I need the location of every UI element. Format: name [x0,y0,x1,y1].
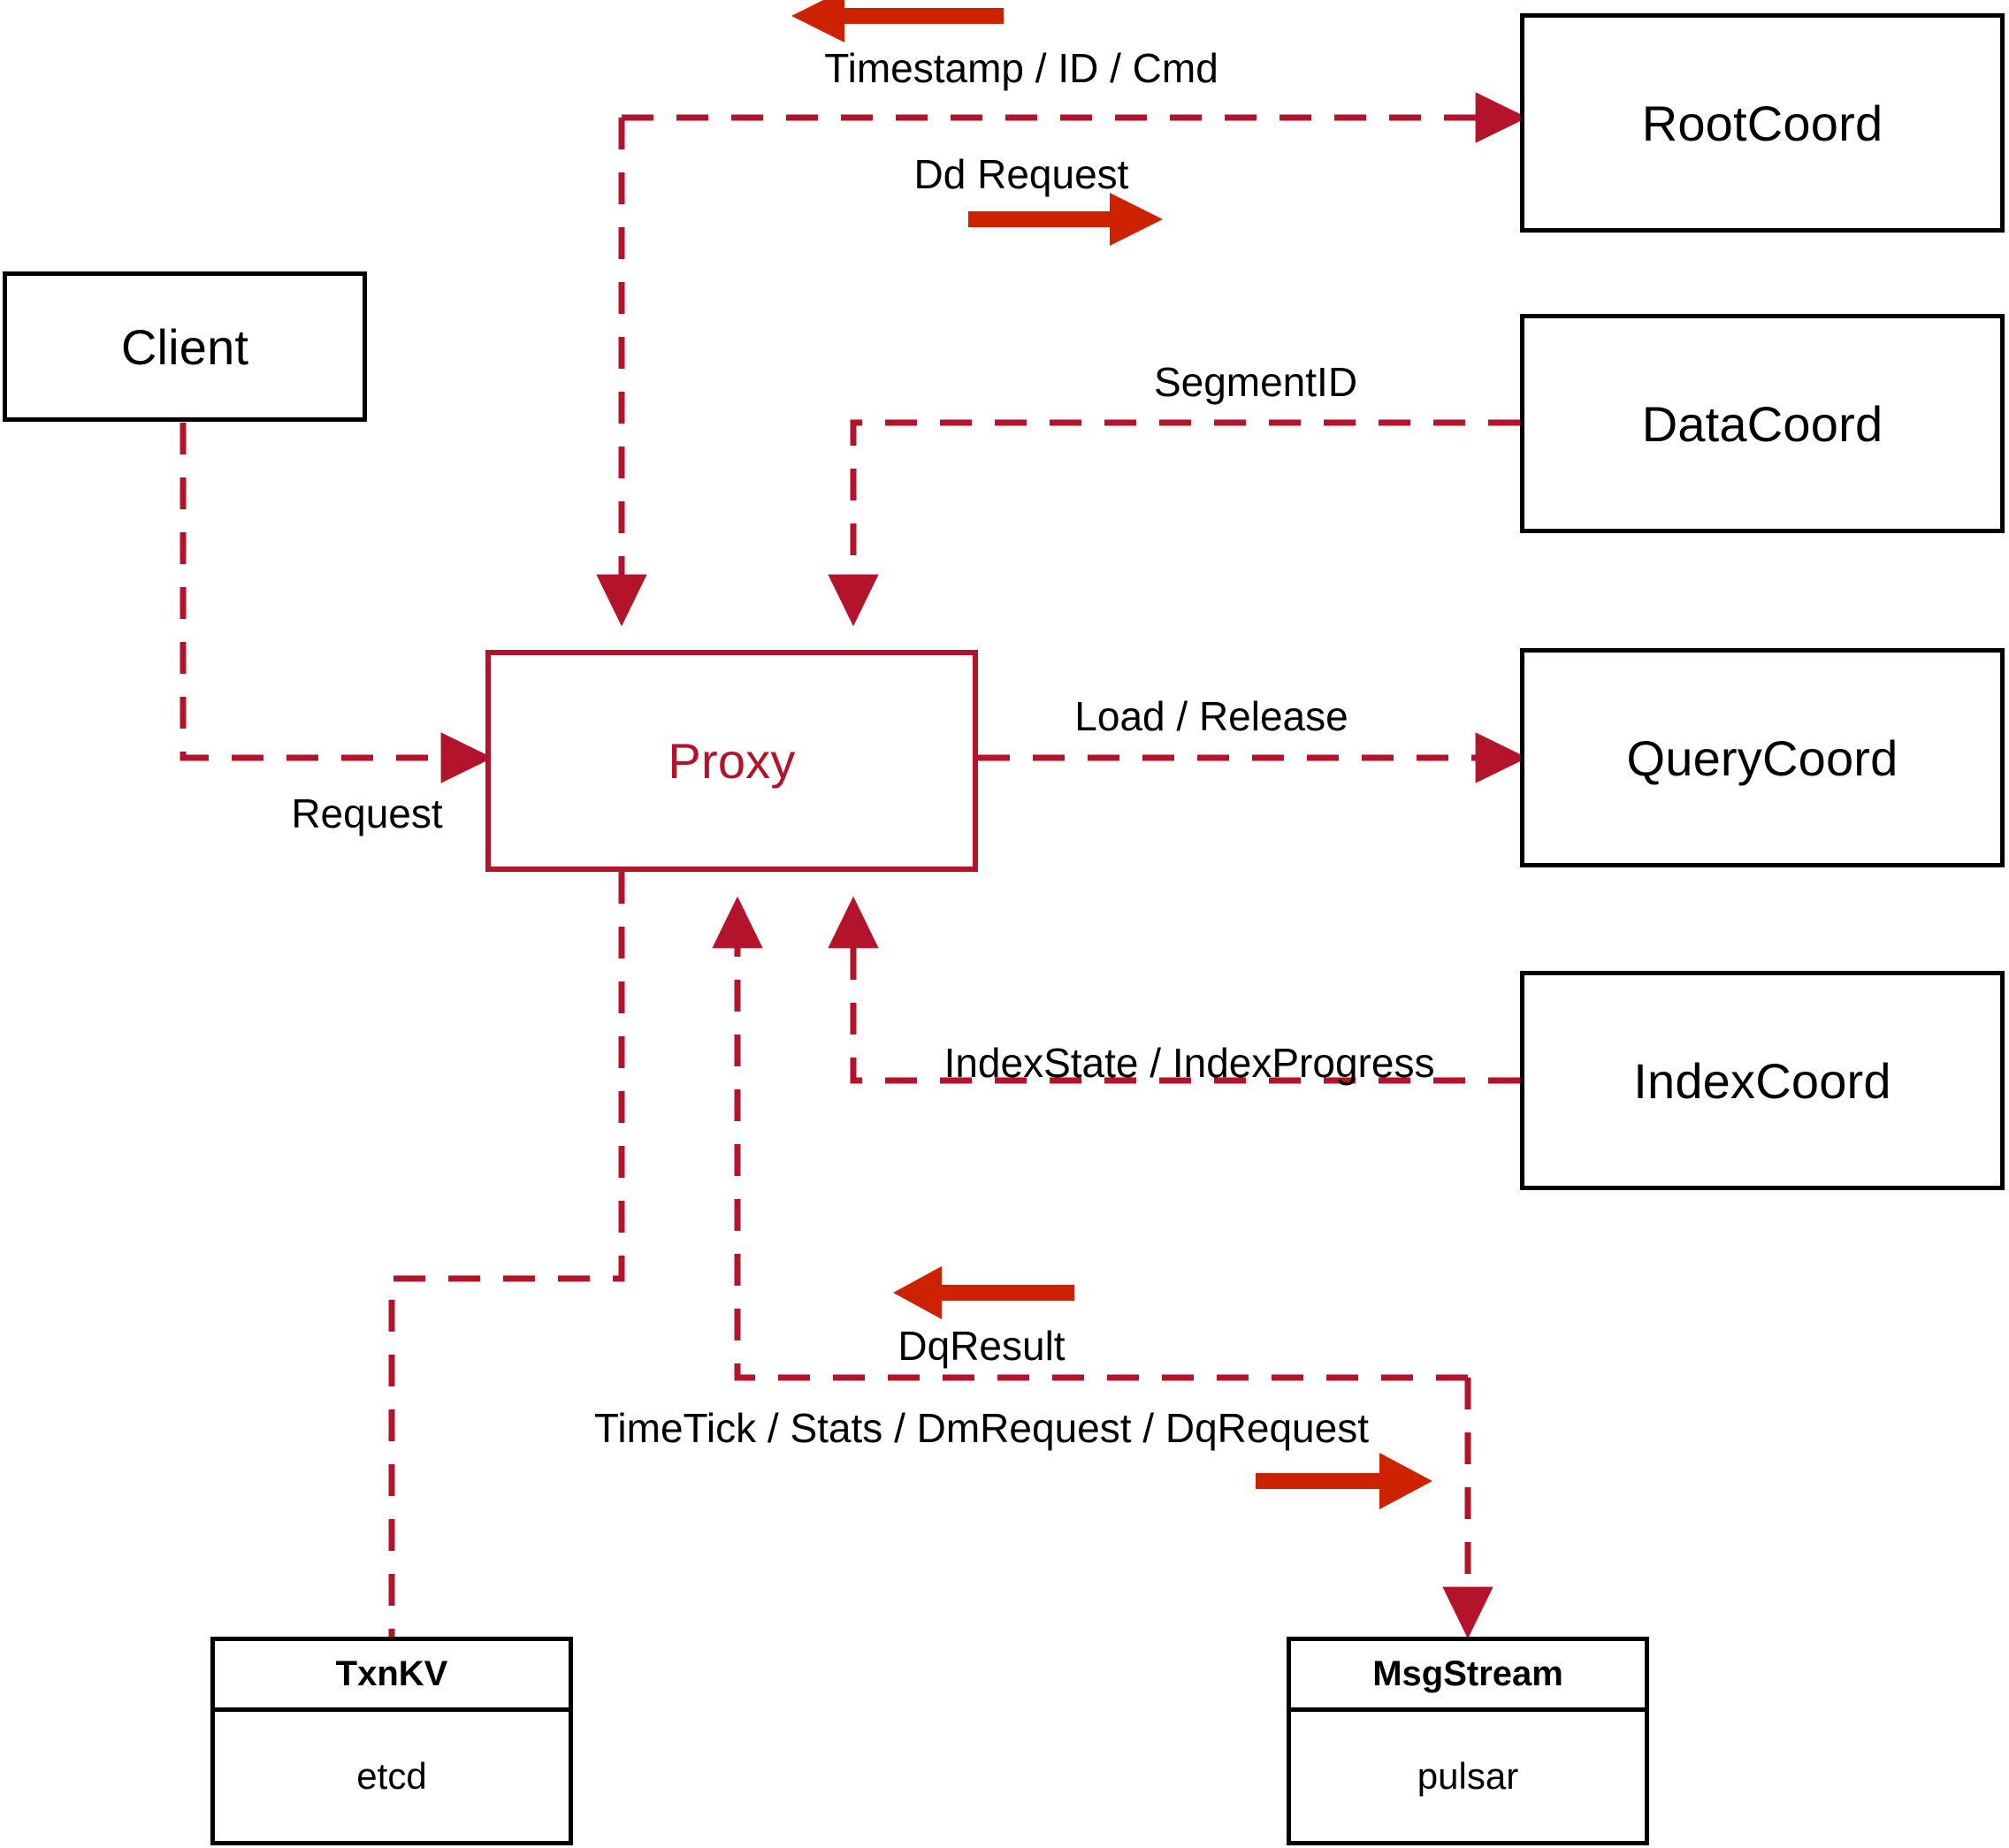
edge-proxy-to-txnkv [388,872,625,1637]
edge-datacoord-to-proxy [828,419,1520,627]
node-indexcoord[interactable]: IndexCoord [1520,971,2005,1190]
node-msgstream-body-label: pulsar [1417,1755,1519,1797]
edge-label-dq-result: DqResult [898,1323,1066,1369]
node-datacoord-label: DataCoord [1641,395,1883,452]
edge-label-request: Request [291,790,443,836]
node-msgstream-body: pulsar [1291,1712,1645,1841]
node-msgstream-header-label: MsgStream [1372,1654,1563,1693]
edge-proxy-to-rootcoord [596,92,1528,627]
node-msgstream[interactable]: MsgStream pulsar [1287,1637,1649,1845]
node-datacoord[interactable]: DataCoord [1520,314,2005,533]
edge-client-to-proxy [180,423,493,783]
node-indexcoord-label: IndexCoord [1633,1052,1891,1109]
direction-arrow-ddrequest-right [968,193,1163,246]
node-txnkv-header: TxnKV [215,1641,569,1712]
edge-label-segment-id: SegmentID [1153,359,1358,405]
node-querycoord-label: QueryCoord [1626,729,1898,786]
node-client-label: Client [120,318,249,375]
node-querycoord[interactable]: QueryCoord [1520,648,2005,867]
edge-indexcoord-to-proxy [828,896,1520,1084]
node-rootcoord[interactable]: RootCoord [1520,13,2005,233]
node-txnkv[interactable]: TxnKV etcd [210,1637,573,1845]
node-txnkv-body: etcd [215,1712,569,1841]
edge-label-index-state-progress: IndexState / IndexProgress [943,1040,1435,1086]
edge-label-timestamp-id-cmd: Timestamp / ID / Cmd [824,45,1218,91]
edge-label-load-release: Load / Release [1074,693,1348,739]
direction-arrow-msgstream-right [1256,1453,1432,1509]
direction-arrow-timestamp-left [791,0,1004,42]
node-txnkv-header-label: TxnKV [335,1654,448,1693]
node-proxy-label: Proxy [668,733,796,789]
edge-label-dd-request: Dd Request [913,151,1129,197]
node-proxy[interactable]: Proxy [485,650,978,872]
edge-label-timetick-stats: TimeTick / Stats / DmRequest / DqRequest [594,1405,1369,1451]
node-rootcoord-label: RootCoord [1641,95,1883,151]
node-msgstream-header: MsgStream [1291,1641,1645,1712]
node-txnkv-body-label: etcd [356,1755,427,1797]
edge-msgstream-to-proxy [712,896,1468,1381]
direction-arrow-dqresult-left [893,1266,1074,1319]
node-client[interactable]: Client [3,271,367,422]
